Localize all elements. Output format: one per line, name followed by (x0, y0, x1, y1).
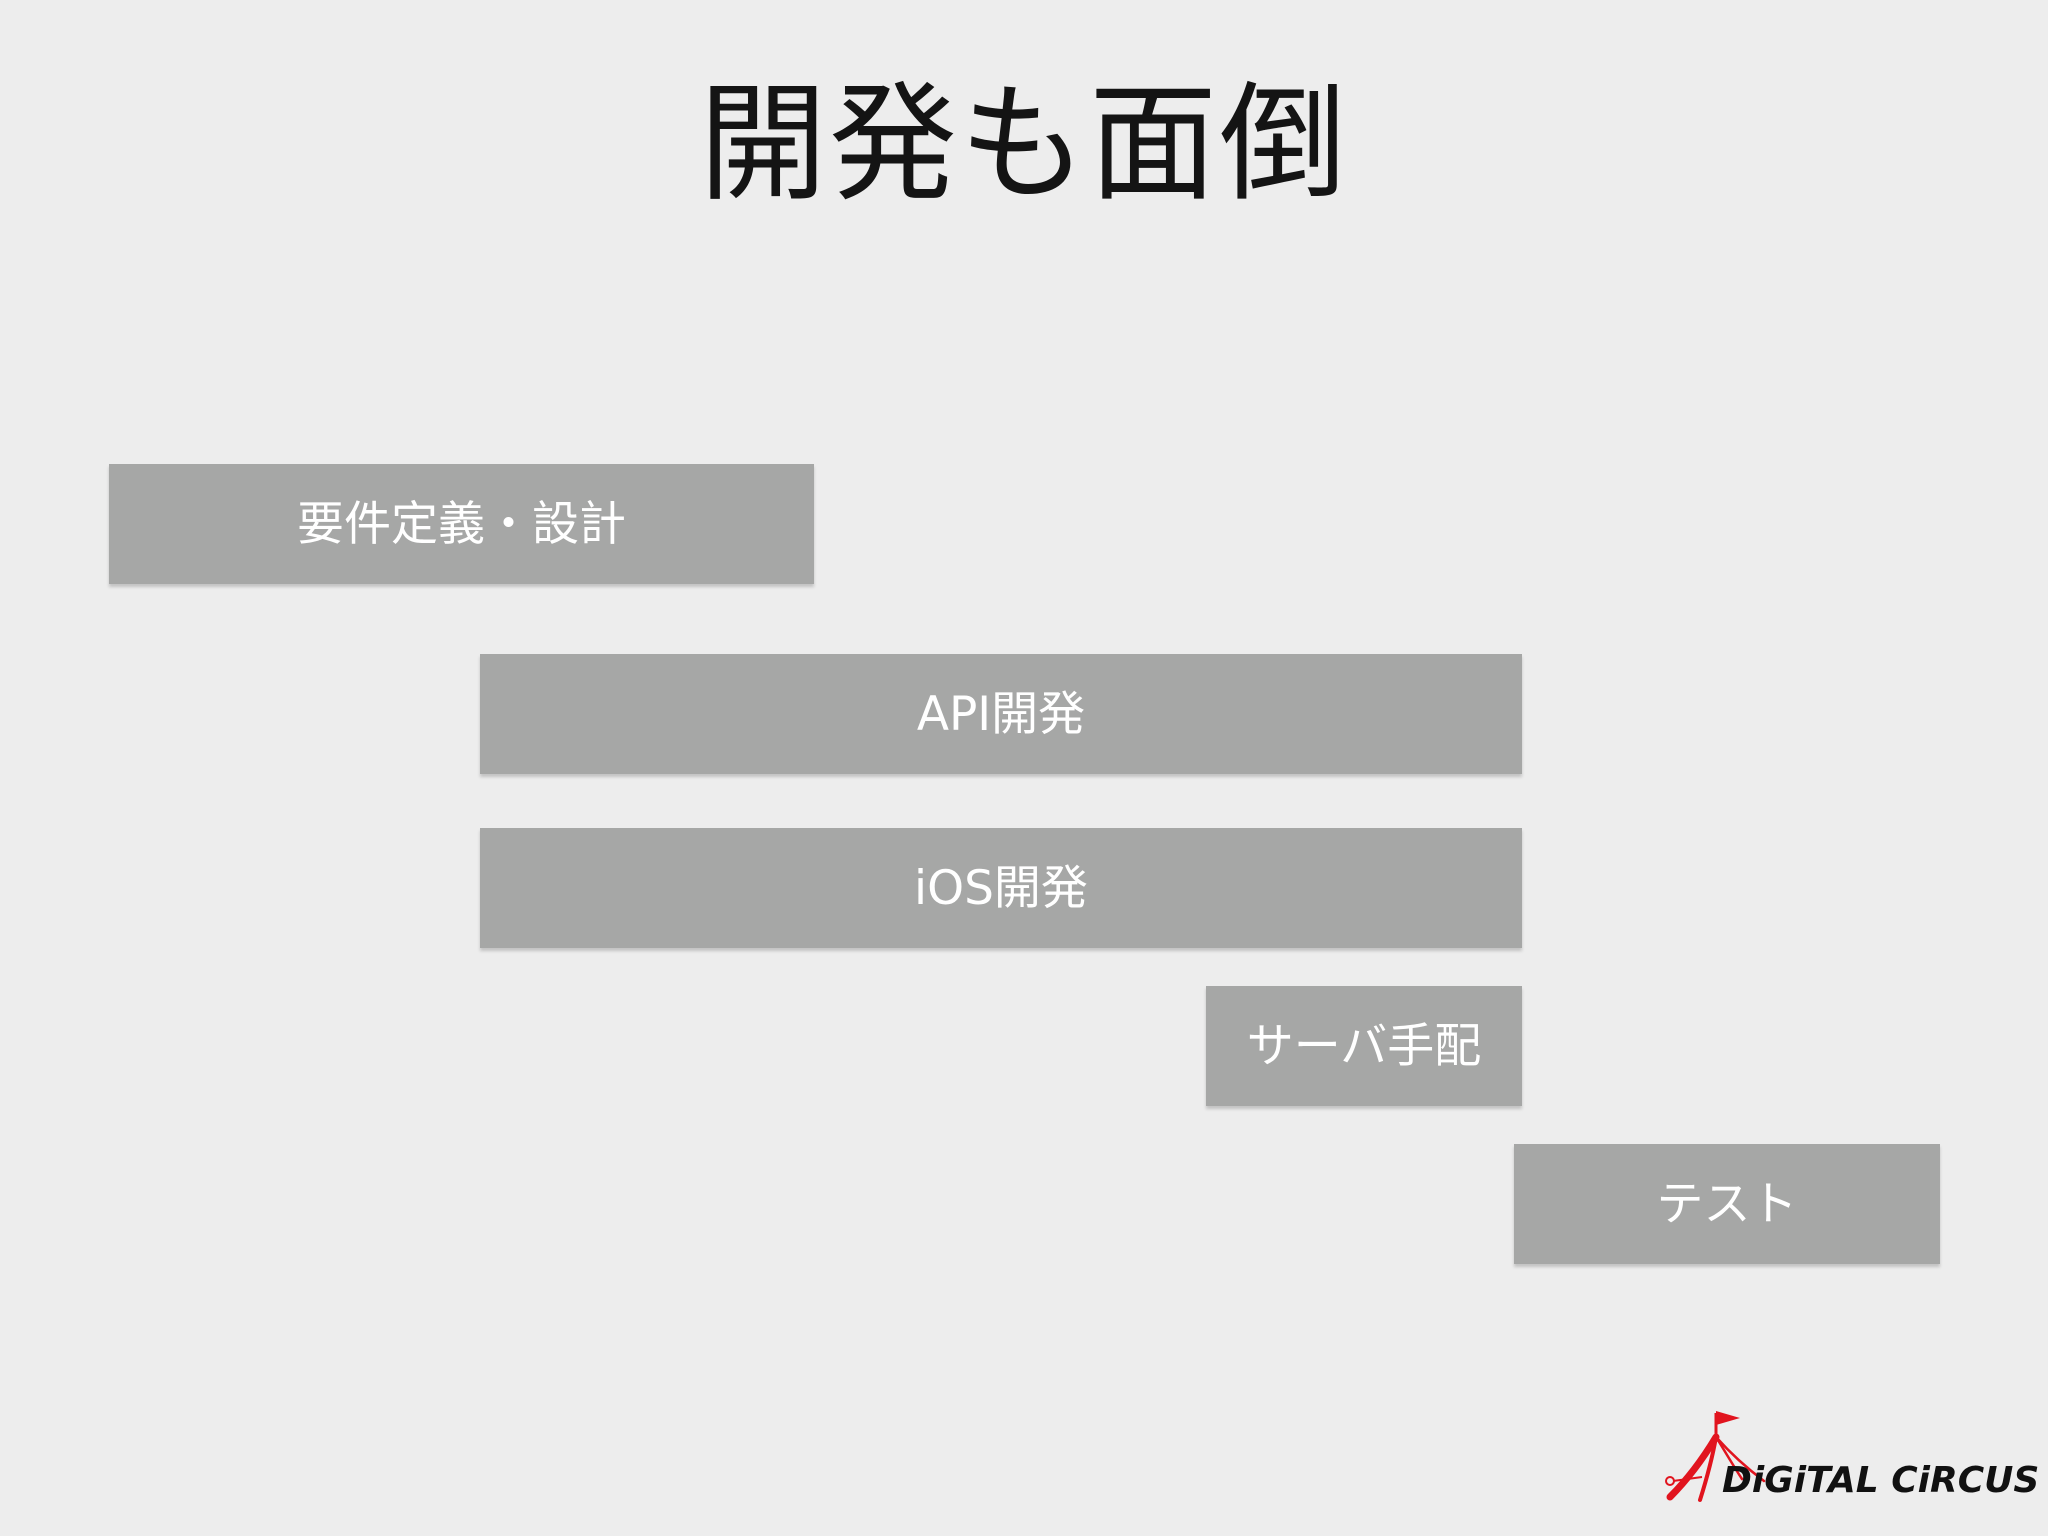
slide-title: 開発も面倒 (698, 70, 1349, 219)
task-bar-requirements: 要件定義・設計 (109, 464, 814, 584)
task-label: API開発 (916, 686, 1086, 742)
task-label: iOS開発 (914, 860, 1088, 916)
logo-text: DiGiTAL CiRCUS (1722, 1460, 2040, 1501)
circus-tent-icon (1665, 1411, 1766, 1502)
task-bar-test: テスト (1514, 1144, 1940, 1264)
task-label: テスト (1656, 1176, 1798, 1232)
task-bar-api: API開発 (480, 654, 1522, 774)
task-label: サーバ手配 (1246, 1018, 1482, 1074)
task-bar-server: サーバ手配 (1206, 986, 1522, 1106)
task-label: 要件定義・設計 (297, 496, 626, 552)
task-bar-ios: iOS開発 (480, 828, 1522, 948)
company-logo: DiGiTAL CiRCUS (1660, 1405, 2039, 1510)
